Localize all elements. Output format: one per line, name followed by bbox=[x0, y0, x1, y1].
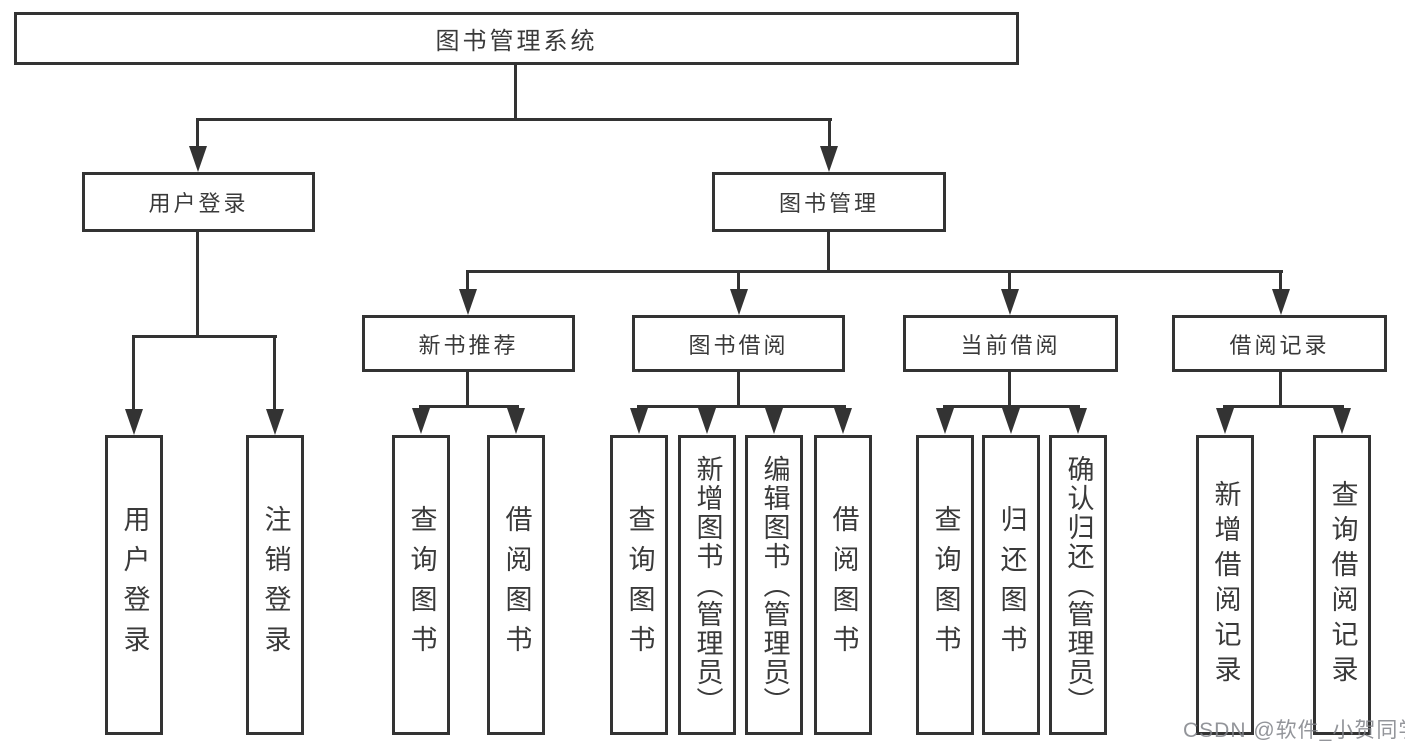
leaf-label: 查询图书 bbox=[624, 505, 655, 665]
leaf-borrow-book-2: 借阅图书 bbox=[814, 435, 872, 735]
leaf-label: 确认归还（管理员） bbox=[1063, 454, 1094, 716]
arrow-down-icon bbox=[820, 146, 838, 172]
node-book-mgmt: 图书管理 bbox=[712, 172, 946, 232]
arrow-down-icon bbox=[698, 408, 716, 434]
leaf-add-book-admin: 新增图书（管理员） bbox=[678, 435, 736, 735]
arrow-down-icon bbox=[459, 289, 477, 315]
connector-line bbox=[828, 118, 831, 150]
connector-line bbox=[466, 372, 469, 408]
connector-line bbox=[1008, 270, 1011, 292]
connector-line bbox=[737, 372, 740, 408]
node-new-book: 新书推荐 bbox=[362, 315, 575, 372]
connector-line bbox=[196, 118, 199, 150]
leaf-label: 新增借阅记录 bbox=[1210, 480, 1241, 690]
arrow-down-icon bbox=[1002, 408, 1020, 434]
leaf-query-book-2: 查询图书 bbox=[610, 435, 668, 735]
connector-line bbox=[197, 118, 832, 121]
leaf-label: 查询图书 bbox=[406, 505, 437, 665]
connector-line bbox=[196, 232, 199, 337]
leaf-label: 注销登录 bbox=[260, 505, 291, 665]
node-user-login: 用户登录 bbox=[82, 172, 315, 232]
leaf-query-book-1: 查询图书 bbox=[392, 435, 450, 735]
connector-line bbox=[943, 405, 1080, 408]
connector-line bbox=[827, 232, 830, 273]
leaf-label: 编辑图书（管理员） bbox=[759, 454, 790, 716]
connector-line bbox=[132, 335, 277, 338]
arrow-down-icon bbox=[1001, 289, 1019, 315]
leaf-user-login: 用户登录 bbox=[105, 435, 163, 735]
leaf-label: 查询图书 bbox=[930, 505, 961, 665]
leaf-label: 归还图书 bbox=[996, 505, 1027, 665]
connector-line bbox=[1279, 270, 1282, 292]
leaf-label: 借阅图书 bbox=[828, 505, 859, 665]
arrow-down-icon bbox=[936, 408, 954, 434]
arrow-down-icon bbox=[730, 289, 748, 315]
connector-line bbox=[419, 405, 519, 408]
arrow-down-icon bbox=[507, 408, 525, 434]
arrow-down-icon bbox=[1069, 408, 1087, 434]
connector-line bbox=[1008, 372, 1011, 408]
leaf-borrow-book-1: 借阅图书 bbox=[487, 435, 545, 735]
connector-line bbox=[1279, 372, 1282, 408]
arrow-down-icon bbox=[834, 408, 852, 434]
leaf-label: 新增图书（管理员） bbox=[692, 454, 723, 716]
connector-line bbox=[737, 270, 740, 292]
leaf-label: 借阅图书 bbox=[501, 505, 532, 665]
leaf-logout: 注销登录 bbox=[246, 435, 304, 735]
leaf-edit-book-admin: 编辑图书（管理员） bbox=[745, 435, 803, 735]
leaf-label: 查询借阅记录 bbox=[1327, 480, 1358, 690]
node-current-borrow: 当前借阅 bbox=[903, 315, 1118, 372]
connector-line bbox=[466, 270, 1283, 273]
connector-line bbox=[514, 65, 517, 121]
leaf-confirm-return-admin: 确认归还（管理员） bbox=[1049, 435, 1107, 735]
node-borrow-history: 借阅记录 bbox=[1172, 315, 1387, 372]
arrow-down-icon bbox=[189, 146, 207, 172]
connector-line bbox=[466, 270, 469, 292]
node-book-borrow: 图书借阅 bbox=[632, 315, 845, 372]
arrow-down-icon bbox=[1272, 289, 1290, 315]
arrow-down-icon bbox=[630, 408, 648, 434]
leaf-label: 用户登录 bbox=[119, 505, 150, 665]
arrow-down-icon bbox=[1216, 408, 1234, 434]
arrow-down-icon bbox=[266, 409, 284, 435]
csdn-watermark: CSDN @软件_小贺同学 bbox=[1183, 719, 1405, 742]
arrow-down-icon bbox=[412, 408, 430, 434]
arrow-down-icon bbox=[125, 409, 143, 435]
leaf-add-borrow-record: 新增借阅记录 bbox=[1196, 435, 1254, 735]
connector-line bbox=[1223, 405, 1344, 408]
arrow-down-icon bbox=[765, 408, 783, 434]
leaf-query-borrow-record: 查询借阅记录 bbox=[1313, 435, 1371, 735]
leaf-query-book-3: 查询图书 bbox=[916, 435, 974, 735]
arrow-down-icon bbox=[1333, 408, 1351, 434]
connector-line bbox=[637, 405, 846, 408]
connector-line bbox=[273, 335, 276, 412]
node-root: 图书管理系统 bbox=[14, 12, 1019, 65]
connector-line bbox=[132, 335, 135, 412]
leaf-return-book: 归还图书 bbox=[982, 435, 1040, 735]
